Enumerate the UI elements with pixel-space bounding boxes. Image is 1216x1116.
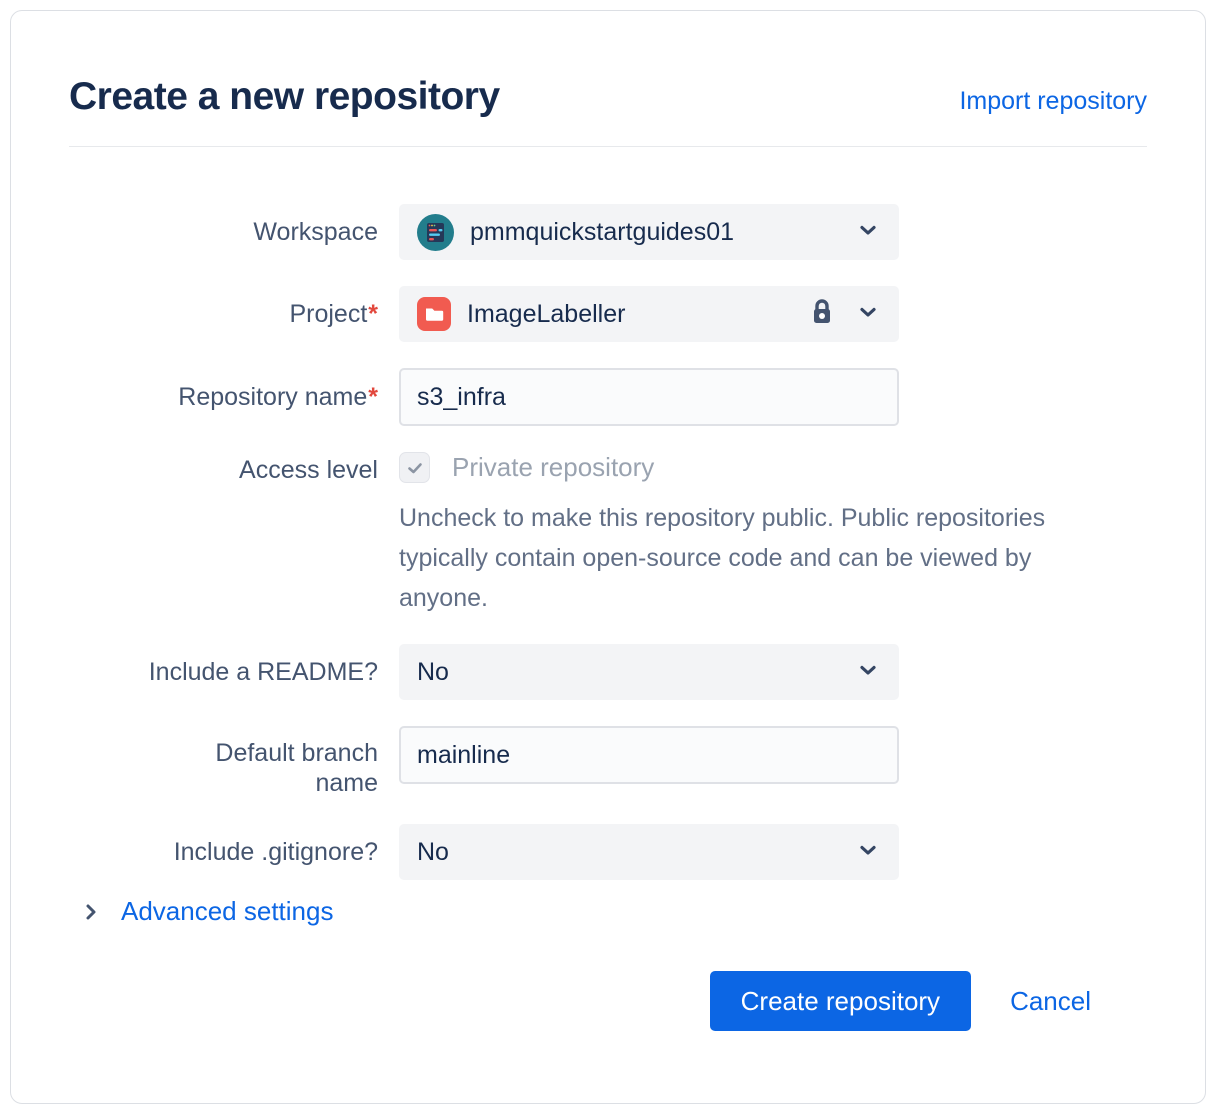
default-branch-input[interactable] (399, 726, 899, 784)
header-divider (69, 146, 1147, 147)
readme-value: No (417, 657, 449, 686)
readme-label: Include a README? (148, 658, 378, 686)
required-asterisk: * (368, 300, 378, 328)
gitignore-row: Include .gitignore? No (69, 824, 1147, 880)
create-repository-form: Workspace (69, 204, 1147, 1031)
workspace-row: Workspace (69, 204, 1147, 260)
default-branch-row: Default branch name (69, 726, 1147, 798)
repository-name-row: Repository name* (69, 368, 1147, 426)
project-value: ImageLabeller (467, 299, 626, 328)
workspace-select[interactable]: pmmquickstartguides01 (399, 204, 899, 260)
access-level-label: Access level (239, 456, 378, 484)
import-repository-link[interactable]: Import repository (959, 87, 1147, 115)
project-label: Project (289, 300, 368, 328)
gitignore-select[interactable]: No (399, 824, 899, 880)
readme-row: Include a README? No (69, 644, 1147, 700)
workspace-value: pmmquickstartguides01 (470, 217, 735, 246)
page-title: Create a new repository (69, 75, 500, 118)
private-repository-checkbox[interactable] (399, 452, 430, 483)
advanced-settings-toggle[interactable]: Advanced settings (79, 896, 1147, 927)
cancel-button[interactable]: Cancel (1010, 985, 1091, 1016)
create-repository-button[interactable]: Create repository (709, 971, 972, 1031)
repository-name-input[interactable] (399, 368, 899, 426)
default-branch-label: Default branch name (215, 739, 378, 797)
lock-icon (807, 296, 837, 333)
project-row: Project* ImageLabeller (69, 286, 1147, 342)
chevron-down-icon (855, 657, 881, 688)
private-repository-label: Private repository (452, 452, 655, 482)
chevron-down-icon (855, 837, 881, 868)
chevron-down-icon (855, 217, 881, 248)
access-level-help-text: Uncheck to make this repository public. … (399, 504, 1046, 612)
repository-name-label: Repository name (178, 383, 368, 411)
checkmark-icon (407, 462, 422, 473)
project-avatar-icon (417, 297, 451, 331)
chevron-down-icon (855, 299, 881, 330)
gitignore-value: No (417, 837, 449, 866)
dialog-header: Create a new repository Import repositor… (69, 11, 1147, 119)
workspace-avatar-icon (417, 213, 454, 251)
create-repository-dialog: Create a new repository Import repositor… (10, 10, 1206, 1104)
dialog-footer: Create repository Cancel (69, 971, 1091, 1031)
workspace-label: Workspace (253, 218, 378, 246)
required-asterisk: * (368, 383, 378, 411)
chevron-right-icon (79, 900, 103, 924)
access-level-row: Access level Private repository Uncheck … (69, 452, 1147, 618)
gitignore-label: Include .gitignore? (173, 838, 378, 866)
project-select[interactable]: ImageLabeller (399, 286, 899, 342)
readme-select[interactable]: No (399, 644, 899, 700)
advanced-settings-label: Advanced settings (121, 896, 334, 926)
